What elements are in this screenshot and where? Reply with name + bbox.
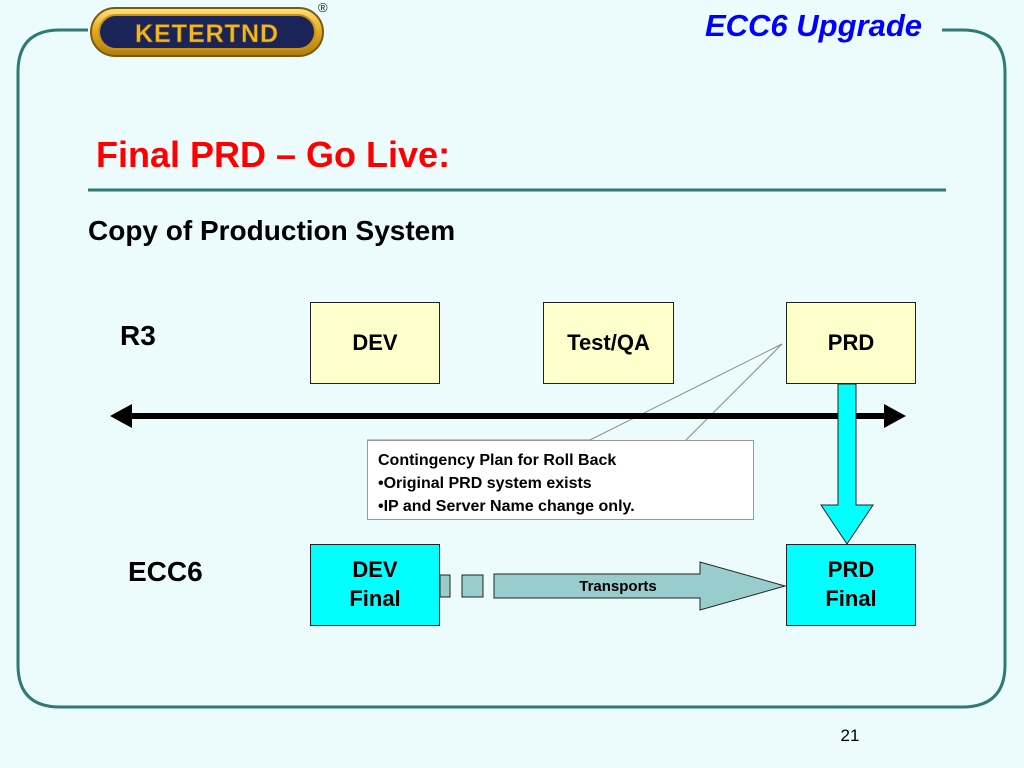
transports-label: Transports (579, 578, 657, 595)
timeline-arrow-left-head (110, 404, 132, 428)
ecc6-label: ECC6 (128, 556, 203, 587)
prd-copy-arrow (820, 383, 874, 545)
page-number: 21 (840, 726, 860, 745)
r3-dev-label: DEV (352, 329, 398, 355)
slide-subtitle: Copy of Production System (88, 215, 456, 246)
timeline-arrow-right-head (884, 404, 906, 428)
ketertnd-logo: KETERTND (88, 2, 328, 60)
transport-square-1 (439, 574, 451, 598)
registered-mark: ® (318, 0, 328, 15)
callout-pointer-right (685, 343, 783, 441)
r3-dev-box: DEV (310, 302, 440, 384)
ecc6-prd-final-box: PRD Final (786, 544, 916, 626)
header-title: ECC6 Upgrade (704, 8, 922, 43)
r3-testqa-label: Test/QA (567, 329, 650, 355)
slide-title: Final PRD – Go Live: (96, 134, 451, 175)
ecc6-dev-final-box: DEV Final (310, 544, 440, 626)
callout-line-3: •IP and Server Name change only. (378, 498, 635, 516)
r3-prd-box: PRD (786, 302, 916, 384)
callout-line-1: Contingency Plan for Roll Back (378, 452, 617, 469)
transports-arrow (493, 561, 787, 611)
transport-square-2 (461, 574, 484, 598)
r3-label: R3 (120, 320, 156, 351)
ecc6-prd-final-line1: PRD (827, 557, 875, 583)
ecc6-prd-final-line2: Final (825, 586, 877, 611)
callout-line-2: •Original PRD system exists (378, 475, 592, 493)
r3-testqa-box: Test/QA (543, 302, 674, 384)
contingency-callout: Contingency Plan for Roll Back •Original… (367, 440, 754, 520)
ecc6-dev-final-line2: Final (349, 586, 401, 611)
ecc6-dev-final-line1: DEV (352, 557, 398, 583)
svg-text:KETERTND: KETERTND (135, 20, 279, 48)
r3-prd-label: PRD (827, 329, 875, 355)
